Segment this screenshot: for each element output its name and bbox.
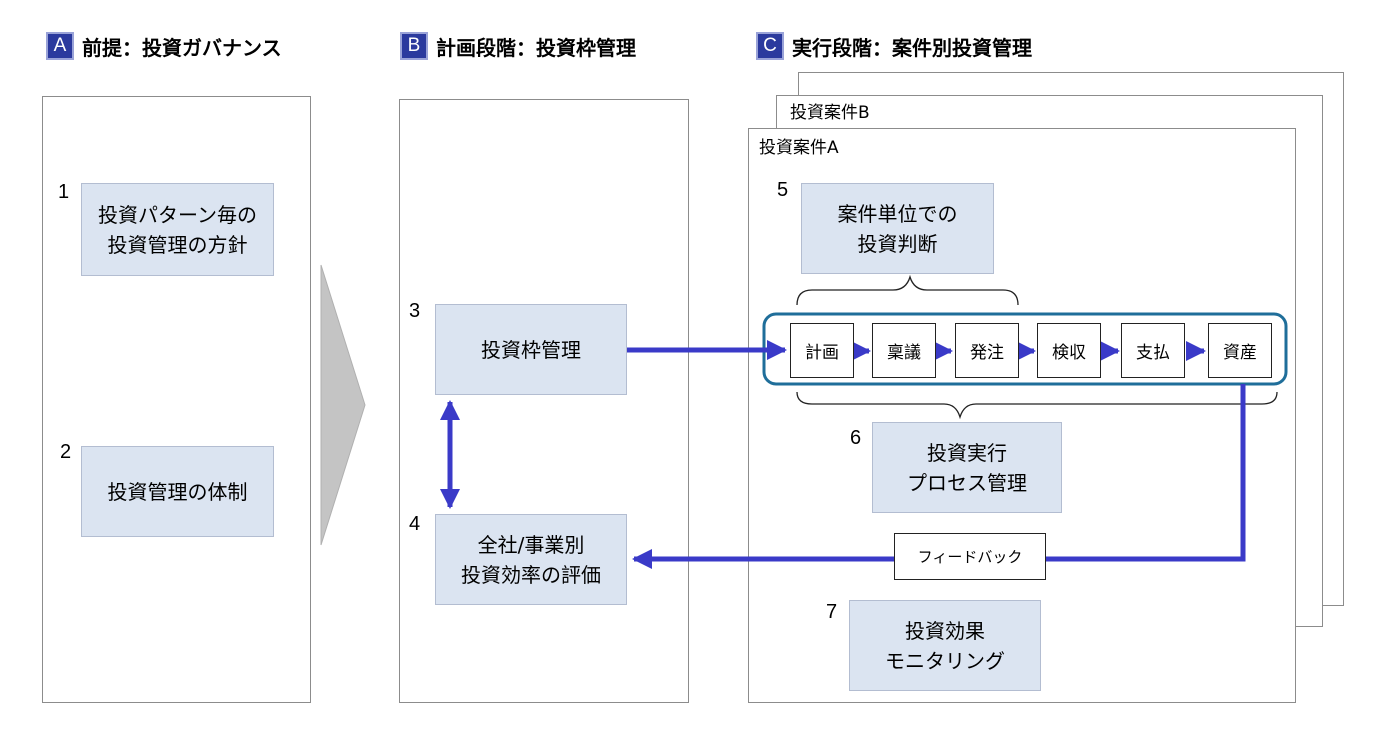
item-5-number: 5 bbox=[777, 179, 789, 201]
item-3-number: 3 bbox=[409, 300, 421, 322]
structure-box-line1: 投資管理の体制 bbox=[107, 479, 248, 504]
process-step-order: 発注 bbox=[955, 323, 1019, 378]
structure-box: 投資管理の体制 bbox=[81, 446, 274, 537]
process-mgmt-box-line2: プロセス管理 bbox=[907, 470, 1027, 495]
efficiency-eval-box: 全社/事業別 投資効率の評価 bbox=[435, 514, 627, 605]
chevron-shape bbox=[320, 264, 366, 546]
header-c-badge: C bbox=[756, 32, 784, 60]
bottom-brace bbox=[796, 391, 1278, 420]
policy-box-line1: 投資パターン毎の bbox=[98, 202, 257, 227]
header-b-title: 計画段階：投資枠管理 bbox=[436, 35, 636, 60]
header-b: B 計画段階：投資枠管理 bbox=[400, 30, 636, 62]
investment-frame-box-line1: 投資枠管理 bbox=[481, 337, 581, 362]
policy-box-line2: 投資管理の方針 bbox=[107, 232, 248, 257]
item-6-number: 6 bbox=[850, 427, 862, 449]
feedback-arrow bbox=[632, 384, 1246, 569]
process-step-approval: 稟議 bbox=[872, 323, 936, 378]
feedback-label: フィードバック bbox=[894, 533, 1046, 580]
effect-monitoring-box: 投資効果 モニタリング bbox=[849, 600, 1041, 691]
item-7-number: 7 bbox=[826, 601, 838, 623]
case-decision-box: 案件単位での 投資判断 bbox=[801, 183, 994, 274]
case-b-label: 投資案件B bbox=[790, 103, 870, 123]
investment-frame-box: 投資枠管理 bbox=[435, 304, 627, 395]
header-a-badge: A bbox=[46, 32, 74, 60]
case-a-label: 投資案件A bbox=[759, 138, 839, 158]
header-c: C 実行段階：案件別投資管理 bbox=[756, 30, 1032, 62]
header-a: A 前提：投資ガバナンス bbox=[46, 30, 282, 62]
case-decision-box-line1: 案件単位での bbox=[837, 201, 958, 226]
header-b-badge: B bbox=[400, 32, 428, 60]
item-4-number: 4 bbox=[409, 513, 421, 535]
process-step-inspection: 検収 bbox=[1037, 323, 1101, 378]
process-mgmt-box-line1: 投資実行 bbox=[927, 440, 1007, 465]
efficiency-eval-box-line1: 全社/事業別 bbox=[477, 532, 585, 557]
process-mgmt-box: 投資実行 プロセス管理 bbox=[872, 422, 1062, 513]
process-step-payment: 支払 bbox=[1121, 323, 1185, 378]
case-decision-box-line2: 投資判断 bbox=[857, 231, 938, 256]
top-brace bbox=[796, 274, 1019, 306]
header-a-title: 前提：投資ガバナンス bbox=[82, 35, 282, 60]
header-c-title: 実行段階：案件別投資管理 bbox=[792, 35, 1032, 60]
item-2-number: 2 bbox=[60, 441, 72, 463]
process-step-plan: 計画 bbox=[790, 323, 854, 378]
effect-monitoring-box-line2: モニタリング bbox=[885, 648, 1005, 673]
efficiency-eval-box-line2: 投資効率の評価 bbox=[461, 562, 601, 587]
policy-box: 投資パターン毎の 投資管理の方針 bbox=[81, 183, 274, 276]
process-step-asset: 資産 bbox=[1208, 323, 1272, 378]
item-1-number: 1 bbox=[58, 181, 70, 203]
effect-monitoring-box-line1: 投資効果 bbox=[905, 618, 985, 643]
